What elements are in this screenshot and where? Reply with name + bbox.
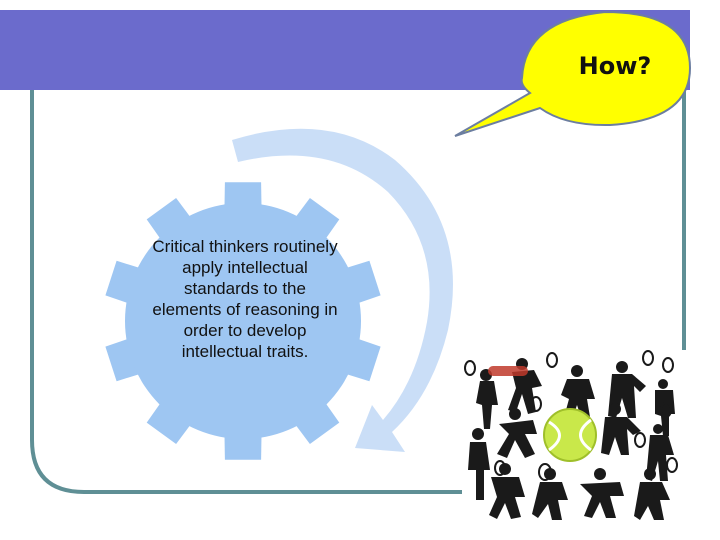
gear-tooth [146,397,195,444]
gear-tooth [146,198,195,245]
bubble-text: How? [578,52,652,80]
gear-tooth [291,198,340,245]
gear-text: Critical thinkers routinely apply intell… [152,237,338,361]
tennis-collage-image [462,350,687,522]
speech-bubble-icon [454,10,692,137]
gear-icon [105,182,381,460]
gear-tooth [291,397,340,444]
content-frame [30,90,686,494]
